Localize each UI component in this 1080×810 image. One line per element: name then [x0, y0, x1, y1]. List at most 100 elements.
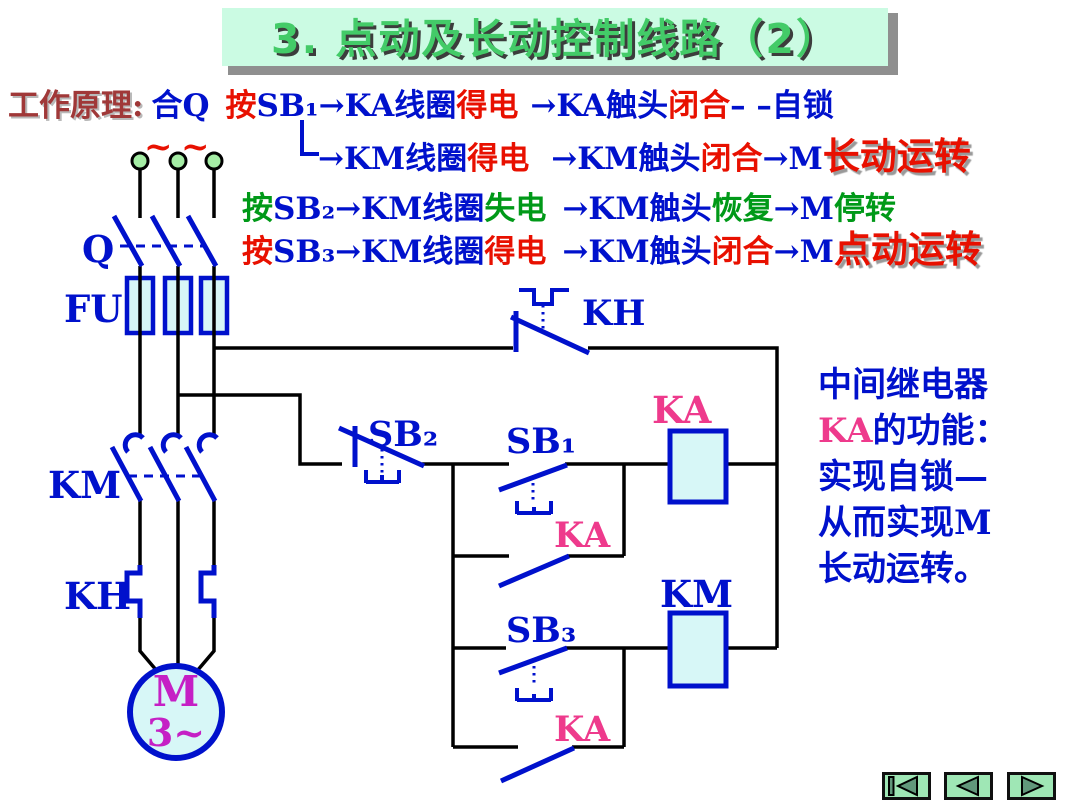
- contact-blade-icon: [509, 314, 591, 356]
- wire-segment: [138, 266, 216, 437]
- principle-seg: →KM触头: [562, 234, 712, 270]
- principle-line-3: 按SB₂→KM线圈失电 →KM触头恢复→M停转: [242, 189, 896, 229]
- principle-seg: 按: [242, 234, 273, 270]
- label-fu: FU: [64, 287, 123, 331]
- wires: [138, 169, 779, 749]
- principle-seg: 合Q: [151, 88, 210, 124]
- principle-seg: 恢复: [711, 191, 774, 227]
- label-kh-main: KH: [64, 574, 131, 618]
- side-note-text: 的功能：: [872, 411, 1009, 451]
- label-q: Q: [82, 227, 114, 271]
- kh-nc-contact: KH: [509, 288, 646, 356]
- principle-seg: 得电: [467, 141, 530, 177]
- label-ka-contact: KA: [554, 515, 611, 556]
- principle-heading: 工作原理:: [8, 88, 144, 124]
- principle-seg: 得电: [484, 234, 547, 270]
- principle-seg: →KA触头: [530, 88, 669, 124]
- label-ka-coil: KA: [652, 388, 713, 432]
- wire-segment: [138, 169, 216, 218]
- ka-coil: KA: [652, 388, 729, 505]
- principle-seg: 闭合: [711, 234, 774, 270]
- side-note-line: 中间继电器: [818, 365, 988, 405]
- principle-seg: →KM触头: [551, 141, 701, 177]
- principle-seg: 自锁: [771, 88, 834, 124]
- principle-line-2: →KM线圈得电 →KM触头闭合→M长动运转: [318, 136, 971, 179]
- label-motor-m: M: [153, 667, 200, 716]
- contact-blade-icon: [499, 745, 576, 784]
- wire-control-feed: [178, 393, 342, 466]
- principle-seg-highlight: 长动运转: [822, 134, 971, 178]
- fuses-fu: FU: [64, 275, 230, 336]
- side-note: 中间继电器 KA的功能： 实现自锁— 从而实现M 长动运转。: [818, 362, 1080, 592]
- principle-seg-highlight: 点动运转: [833, 227, 982, 271]
- side-note-line: 长动运转。: [818, 549, 988, 589]
- km-coil: KM: [660, 572, 733, 689]
- heater-icon: [198, 565, 217, 618]
- motor: M 3~: [127, 663, 225, 761]
- nav-next-button[interactable]: [1007, 772, 1056, 800]
- sb1-start-button: SB₁: [498, 421, 576, 515]
- side-note-line: KA的功能：: [818, 408, 1080, 454]
- label-km-coil: KM: [660, 572, 733, 616]
- terminal-icon: [168, 151, 188, 171]
- label-sb2: SB₂: [368, 414, 438, 455]
- principle-seg: 闭合: [700, 141, 763, 177]
- principle-seg: →M: [773, 234, 834, 270]
- principle-seg: →KM线圈: [318, 141, 468, 177]
- contactor-km-main: KM: [48, 432, 219, 507]
- wire-ka-contact-branch: [453, 464, 626, 558]
- wire-segment: [138, 500, 216, 666]
- coil-icon: [667, 428, 729, 505]
- motor-icon: [127, 663, 225, 761]
- sb2-stop-button: SB₂: [337, 414, 438, 484]
- label-km-main: KM: [48, 463, 121, 507]
- wire-control-top-rail: [214, 346, 779, 648]
- side-note-line: 从而实现M: [818, 503, 992, 543]
- principle-seg: 按: [225, 88, 257, 124]
- principle-seg: →KM触头: [562, 191, 712, 227]
- principle-seg: →M: [762, 141, 823, 177]
- principle-line-4: 按SB₃→KM线圈得电 →KM触头闭合→M点动运转: [242, 229, 982, 272]
- contact-blade-icon: [109, 445, 218, 503]
- pushbutton-cap-icon: [515, 501, 553, 515]
- principle-seg: SB₂→KM线圈: [273, 191, 485, 227]
- principle-seg: 停转: [833, 191, 896, 227]
- contact-hook-icon: [196, 432, 219, 454]
- contact-blade-icon: [337, 425, 426, 469]
- terminal-icon: [204, 151, 224, 171]
- label-sb3: SB₃: [506, 610, 576, 651]
- wire-segment: [138, 618, 216, 673]
- pushbutton-cap-icon: [364, 470, 401, 484]
- terminal-icon: [130, 151, 150, 171]
- label-sb1: SB₁: [506, 421, 576, 462]
- ka-no-contact-2: KA: [499, 709, 611, 784]
- switch-blade-icon: [111, 214, 219, 268]
- sb3-jog-button: SB₃: [498, 610, 576, 702]
- principle-seg: 失电: [484, 191, 547, 227]
- wire-ka-contact-branch-2: [453, 648, 626, 749]
- label-kh-ctrl: KH: [582, 293, 646, 334]
- principle-seg: 闭合: [668, 88, 731, 124]
- branch-connector: [300, 120, 319, 156]
- ka-no-contact-1: KA: [498, 515, 611, 589]
- principle-seg: SB₁→KA线圈: [256, 88, 457, 124]
- label-ka-contact: KA: [554, 709, 611, 750]
- coil-icon: [667, 610, 729, 689]
- principle-seg: →M: [773, 191, 834, 227]
- principle-seg: SB₃→KM线圈: [273, 234, 485, 270]
- principle-seg: – –: [730, 88, 772, 124]
- next-icon: [1021, 775, 1045, 797]
- contact-blade-icon: [498, 553, 570, 589]
- nav-first-button[interactable]: [882, 772, 931, 800]
- pushbutton-cap-icon: [515, 688, 553, 702]
- previous-icon: [955, 775, 979, 797]
- thermal-kh-heaters: KH: [64, 565, 217, 618]
- principle-seg: 按: [242, 191, 273, 227]
- power-terminals: ~ ~: [130, 127, 224, 171]
- contact-hook-icon: [122, 432, 145, 454]
- nav-previous-button[interactable]: [944, 772, 993, 800]
- page-title: 3. 点动及长动控制线路（2）: [222, 8, 888, 66]
